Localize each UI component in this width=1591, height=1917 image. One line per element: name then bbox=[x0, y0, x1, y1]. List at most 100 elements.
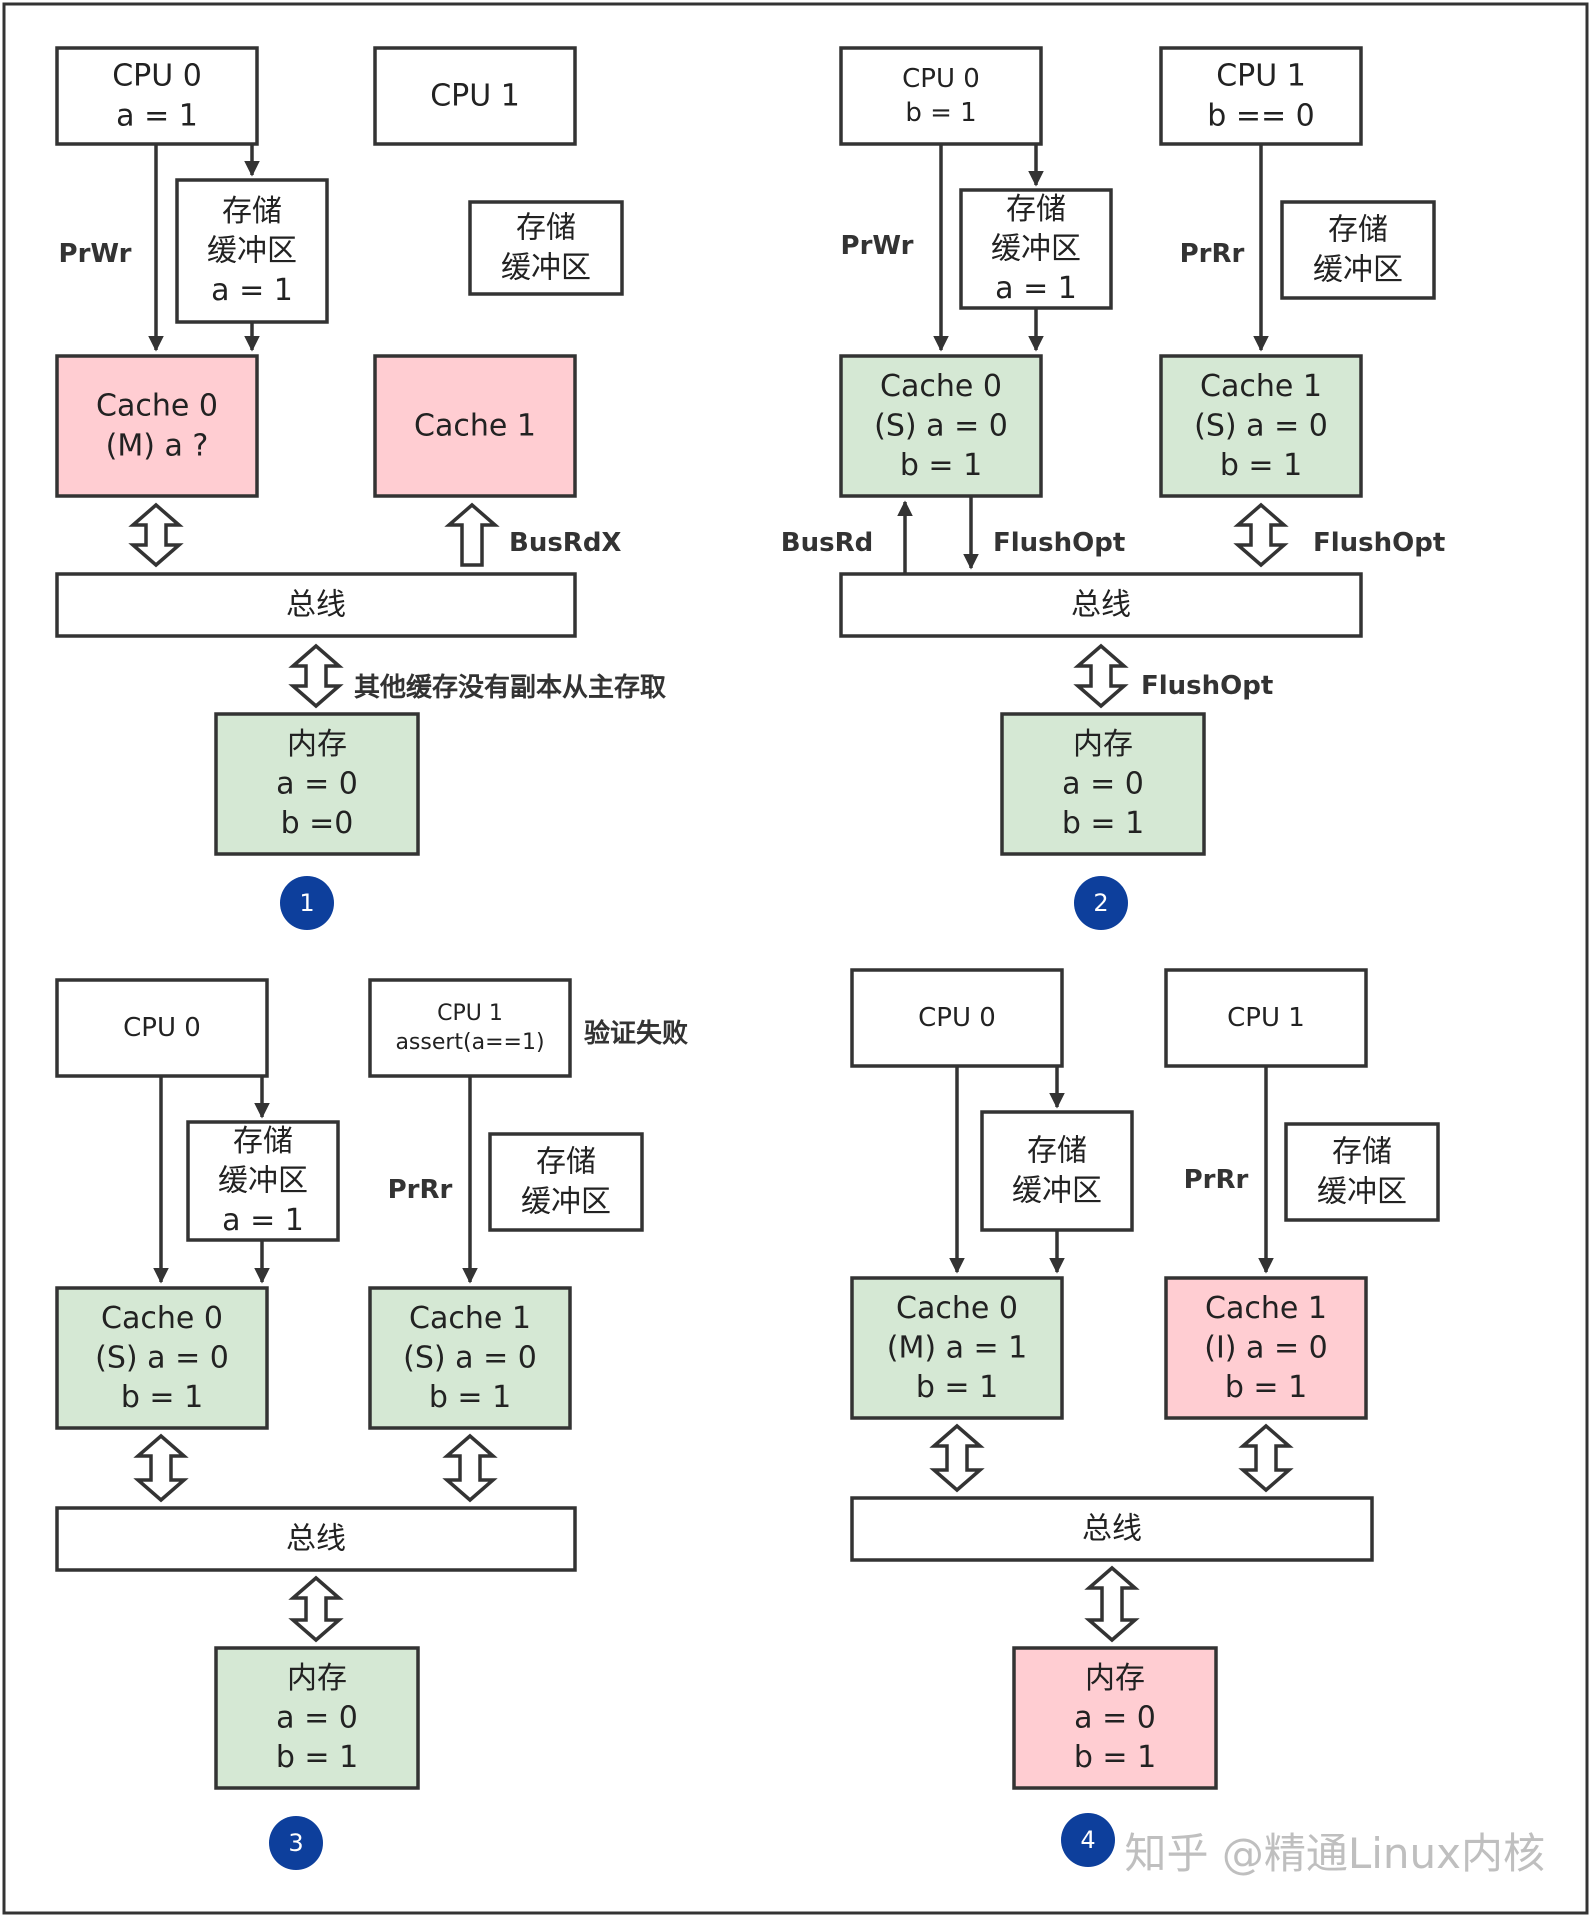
store-buffer-line-2: 缓冲区 bbox=[1317, 1174, 1407, 1209]
double-arrow-4-2 bbox=[1238, 1423, 1294, 1493]
store-buffer-box bbox=[1280, 200, 1436, 300]
label-op-prrr: PrRr bbox=[1180, 239, 1245, 269]
cache-line-3: b = 1 bbox=[916, 1370, 998, 1405]
cpu-line-1: CPU 0 bbox=[123, 1013, 201, 1043]
cache-cache1: Cache 1(S) a = 0b = 1 bbox=[1159, 354, 1363, 498]
label-op-busrdx: BusRdX bbox=[509, 528, 621, 558]
cache-box bbox=[373, 354, 577, 498]
cache-line-2: (S) a = 0 bbox=[403, 1341, 537, 1376]
watermark: 知乎 @精通Linux内核 bbox=[1124, 1829, 1545, 1878]
store-buffer-line-2: 缓冲区 bbox=[991, 232, 1081, 267]
cpu-box bbox=[1164, 968, 1368, 1068]
cpu-line-1: CPU 1 bbox=[1227, 1003, 1305, 1033]
up-arrow-1-3 bbox=[444, 502, 500, 567]
step-badge-number: 2 bbox=[1093, 889, 1108, 917]
double-arrow-3-2 bbox=[442, 1433, 498, 1503]
cpu-line-1: CPU 1 bbox=[1216, 59, 1306, 94]
cpu-box bbox=[839, 46, 1043, 146]
bus-box bbox=[839, 572, 1363, 638]
step-badge-circle bbox=[269, 1816, 323, 1870]
cpu-line-2: b == 0 bbox=[1207, 98, 1314, 133]
memory-line-1: 内存 bbox=[287, 1661, 347, 1696]
store-buffer-line-1: 存储 bbox=[516, 211, 576, 246]
store-buffer-line-2: 缓冲区 bbox=[521, 1184, 611, 1219]
double-arrow-4-3 bbox=[1084, 1565, 1140, 1643]
cpu-box bbox=[368, 978, 572, 1078]
cpu-cpu0: CPU 0 bbox=[55, 978, 269, 1078]
cpu-box bbox=[1159, 46, 1363, 146]
bus-box bbox=[55, 1506, 577, 1572]
cpu-box bbox=[850, 968, 1064, 1068]
cpu-cpu0: CPU 0b = 1 bbox=[839, 46, 1043, 146]
cpu-box bbox=[373, 46, 577, 146]
label-op-prrr: PrRr bbox=[388, 1175, 453, 1205]
bus-box bbox=[55, 572, 577, 638]
bus-bus: 总线 bbox=[55, 1506, 577, 1572]
cpu-cpu0: CPU 0 bbox=[850, 968, 1064, 1068]
cache-box bbox=[55, 354, 259, 498]
cache-box bbox=[368, 1286, 572, 1430]
cpu-line-1: CPU 1 bbox=[430, 79, 520, 114]
bus-bus: 总线 bbox=[850, 1496, 1374, 1562]
store-buffer-line-1: 存储 bbox=[1006, 192, 1066, 227]
connector-layer bbox=[148, 144, 1274, 1284]
store-buffer-line-2: 缓冲区 bbox=[218, 1164, 308, 1199]
store-buffer-line-2: 缓冲区 bbox=[207, 234, 297, 269]
cache-line-1: Cache 0 bbox=[880, 369, 1002, 404]
cache-line-1: Cache 1 bbox=[414, 409, 536, 444]
memory-mem: 内存a = 0b =0 bbox=[214, 712, 420, 856]
cache-line-1: Cache 0 bbox=[101, 1301, 223, 1336]
cache-line-2: (S) a = 0 bbox=[1194, 409, 1328, 444]
store-buffer-line-3: a = 1 bbox=[222, 1203, 304, 1238]
cache-line-1: Cache 1 bbox=[409, 1301, 531, 1336]
cpu-line-1: CPU 0 bbox=[918, 1003, 996, 1033]
memory-line-3: b = 1 bbox=[276, 1740, 358, 1775]
label-op-prrr: PrRr bbox=[1184, 1165, 1249, 1195]
cache-line-3: b = 1 bbox=[1220, 448, 1302, 483]
memory-line-2: a = 0 bbox=[1062, 767, 1144, 802]
bus-line-1: 总线 bbox=[286, 1522, 346, 1557]
cache-box bbox=[1164, 1276, 1368, 1420]
bus-line-1: 总线 bbox=[286, 588, 346, 623]
cpu-line-1: CPU 0 bbox=[112, 59, 202, 94]
bus-line-1: 总线 bbox=[1082, 1512, 1142, 1547]
cache-cache1: Cache 1(I) a = 0b = 1 bbox=[1164, 1276, 1368, 1420]
store-buffer-line-1: 存储 bbox=[536, 1145, 596, 1180]
store-buffer-box bbox=[980, 1110, 1134, 1232]
memory-line-1: 内存 bbox=[1073, 727, 1133, 762]
label-note-mem: 其他缓存没有副本从主存取 bbox=[354, 672, 666, 703]
label-op-flushopt-a: FlushOpt bbox=[993, 528, 1125, 558]
step-badge-3: 3 bbox=[269, 1816, 323, 1870]
cache-box bbox=[850, 1276, 1064, 1420]
store-buffer-line-2: 缓冲区 bbox=[501, 250, 591, 285]
store-buffer-line-1: 存储 bbox=[233, 1124, 293, 1159]
cpu-box bbox=[55, 978, 269, 1078]
memory-box bbox=[1012, 1646, 1218, 1790]
memory-box bbox=[214, 1646, 420, 1790]
cpu-cpu1: CPU 1 bbox=[1164, 968, 1368, 1068]
double-arrow-2-1 bbox=[1233, 502, 1289, 568]
bus-box bbox=[850, 1496, 1374, 1562]
cache-line-3: b = 1 bbox=[900, 448, 982, 483]
store-buffer-line-1: 存储 bbox=[1332, 1135, 1392, 1170]
store-buffer-line-1: 存储 bbox=[1027, 1134, 1087, 1169]
memory-box bbox=[214, 712, 420, 856]
store-buffer-line-1: 存储 bbox=[1328, 213, 1388, 248]
label-op-flushopt-c: FlushOpt bbox=[1141, 671, 1273, 701]
step-badge-4: 4 bbox=[1061, 1813, 1115, 1867]
memory-line-2: a = 0 bbox=[276, 767, 358, 802]
step-badge-2: 2 bbox=[1074, 876, 1128, 930]
step-badge-number: 4 bbox=[1080, 1826, 1095, 1854]
cache-line-1: Cache 0 bbox=[96, 389, 218, 424]
cpu-line-1: CPU 0 bbox=[902, 64, 980, 94]
cache-cache1: Cache 1 bbox=[373, 354, 577, 498]
